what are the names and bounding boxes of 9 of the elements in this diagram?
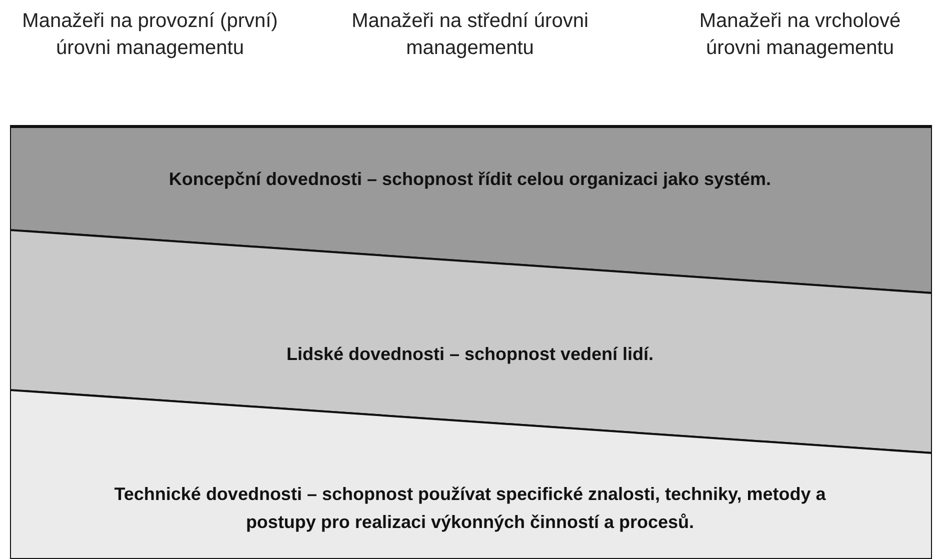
skill-band (10, 127, 932, 293)
column-heading: Manažeři na střední úrovni managementu (350, 9, 590, 61)
skill-description: Lidské dovednosti – schopnost vedení lidí. (285, 343, 655, 366)
skill-band (10, 390, 932, 559)
column-heading: Manažeři na vrcholové úrovni managementu (698, 9, 902, 61)
skill-description: Koncepční dovednosti – schopnost řídit celou organizaci jako systém. (168, 168, 772, 191)
skill-band (10, 230, 932, 453)
column-heading: Manažeři na provozní (první) úrovni managementu (21, 9, 279, 61)
skill-description: Technické dovednosti – schopnost používat specifické znalosti, techniky, metody a postupy pro realizaci výkonných činností a procesů. (113, 483, 827, 534)
